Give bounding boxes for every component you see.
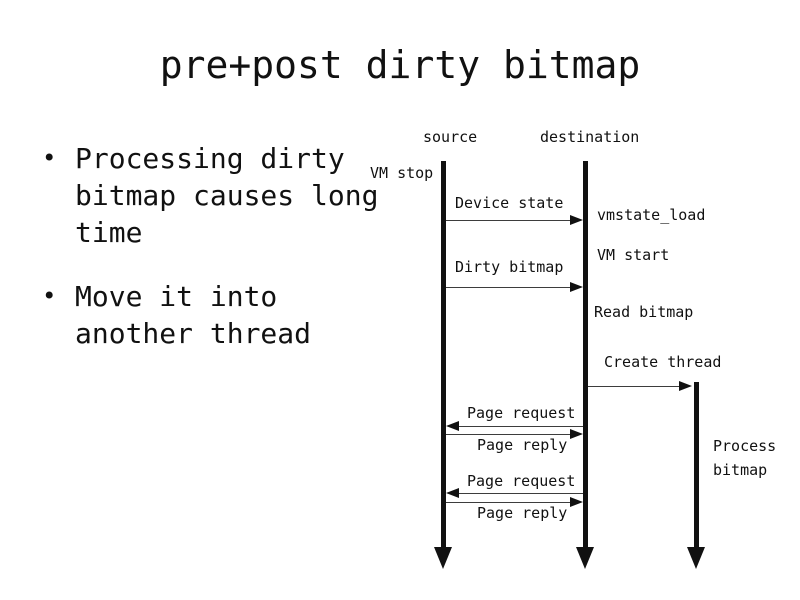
device-state-arrowhead-icon bbox=[570, 215, 583, 225]
page-reply-arrow-line bbox=[446, 502, 572, 503]
page-request-arrowhead-icon bbox=[446, 488, 459, 498]
create-thread-label: Create thread bbox=[604, 353, 722, 371]
page-request-message-label: Page request bbox=[467, 472, 576, 490]
vm-stop-label: VM stop bbox=[370, 164, 434, 182]
slide-title: pre+post dirty bitmap bbox=[159, 43, 641, 87]
bullet-item: • Processing dirty bitmap causes long ti… bbox=[42, 140, 402, 251]
process-bitmap-label: Process bitmap bbox=[713, 437, 777, 479]
bullet-list: • Processing dirty bitmap causes long ti… bbox=[42, 140, 402, 379]
bullet-item: • Move it into another thread bbox=[42, 278, 402, 352]
destination-lifeline-arrow-icon bbox=[576, 547, 594, 569]
page-request-message-label: Page request bbox=[467, 404, 576, 422]
page-reply-message-label: Page reply bbox=[477, 436, 568, 454]
read-bitmap-label: Read bitmap bbox=[594, 303, 694, 321]
thread-lifeline bbox=[694, 382, 699, 548]
source-lifeline-arrow-icon bbox=[434, 547, 452, 569]
dirty-bitmap-message-label: Dirty bitmap bbox=[455, 258, 564, 276]
vmstate-load-label: vmstate_load bbox=[597, 206, 706, 224]
source-lifeline bbox=[441, 161, 446, 548]
bullet-text: Move it into another thread bbox=[75, 280, 312, 350]
device-state-arrow-line bbox=[446, 220, 572, 221]
destination-lifeline bbox=[583, 161, 588, 548]
destination-lifeline-label: destination bbox=[540, 128, 640, 146]
vm-start-label: VM start bbox=[597, 246, 670, 264]
create-thread-arrowhead-icon bbox=[679, 381, 692, 391]
page-request-arrowhead-icon bbox=[446, 421, 459, 431]
bullet-marker: • bbox=[42, 144, 57, 172]
page-reply-arrowhead-icon bbox=[570, 429, 583, 439]
device-state-message-label: Device state bbox=[455, 194, 564, 212]
page-reply-message-label: Page reply bbox=[477, 504, 568, 522]
source-lifeline-label: source bbox=[423, 128, 478, 146]
bullet-text: Processing dirty bitmap causes long time bbox=[75, 142, 379, 249]
page-request-arrow-line bbox=[457, 493, 583, 494]
page-request-arrow-line bbox=[457, 426, 583, 427]
dirty-bitmap-arrowhead-icon bbox=[570, 282, 583, 292]
bullet-marker: • bbox=[42, 282, 57, 310]
create-thread-arrow-line bbox=[588, 386, 680, 387]
page-reply-arrow-line bbox=[446, 434, 572, 435]
page-reply-arrowhead-icon bbox=[570, 497, 583, 507]
thread-lifeline-arrow-icon bbox=[687, 547, 705, 569]
dirty-bitmap-arrow-line bbox=[446, 287, 572, 288]
